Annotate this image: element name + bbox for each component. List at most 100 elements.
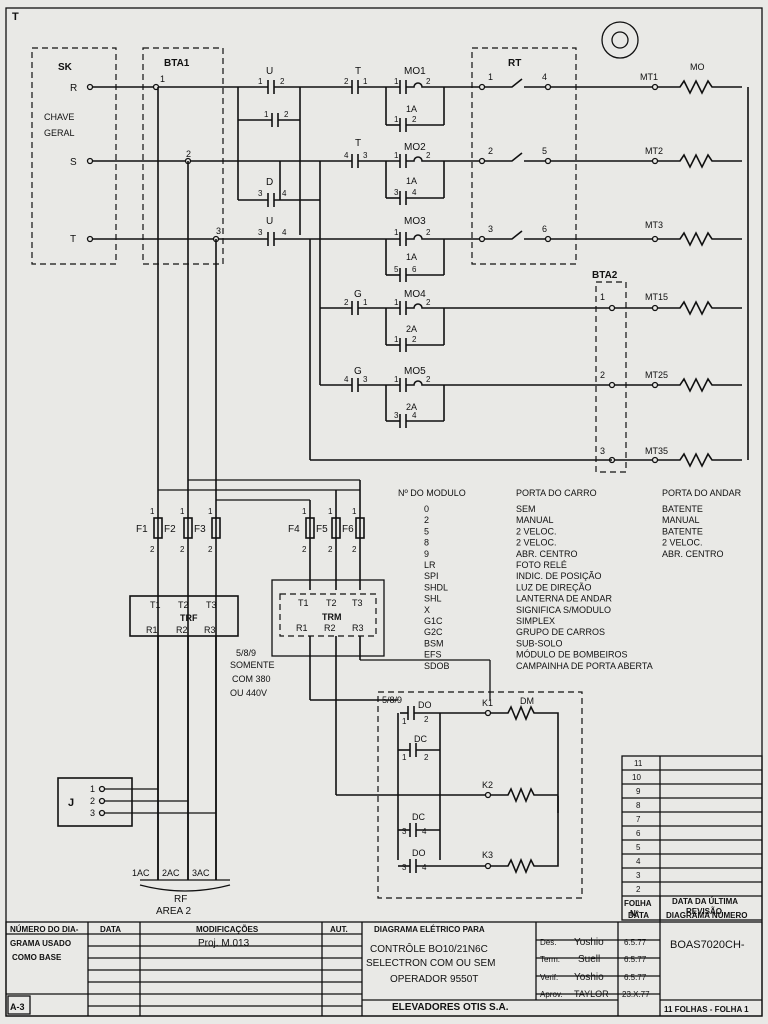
motor-mt1-label: MT1 — [640, 72, 658, 82]
sk-label: SK — [58, 62, 73, 73]
fuse-f3-pin1: 1 — [208, 507, 213, 516]
legend-cell-2-1: 2 VELOC. — [516, 526, 557, 536]
contact-d2-b: 4 — [282, 189, 287, 198]
rf-2ac: 2AC — [162, 868, 180, 878]
title-folhas: 11 FOLHAS - FOLHA 1 — [664, 1005, 749, 1014]
fuse-f1-pin2: 2 — [150, 545, 155, 554]
fuse-f1-label: F1 — [136, 524, 148, 535]
fuse-f4-pin1: 1 — [302, 507, 307, 516]
contact-1a-2-a: 3 — [394, 188, 399, 197]
speed-contacts-row-4: G 2 1 MO4 1 2 2A 1 2 — [320, 289, 610, 352]
title-line-2: SELECTRON COM OU SEM — [366, 958, 495, 969]
title-numero-do: NÚMERO DO DIA- — [10, 925, 79, 934]
trm-label: TRM — [322, 612, 342, 622]
legend-cell-8-0: SHL — [424, 594, 442, 604]
block-j-pin1: 1 — [90, 784, 95, 794]
contact-1a-3-label: 1A — [406, 252, 417, 262]
legend-cell-7-1: LUZ DE DIREÇÃO — [516, 582, 592, 592]
title-aprov-date: 23.X.77 — [622, 990, 650, 999]
bta1-block: BTA1 1 2 3 — [142, 47, 224, 265]
trf-r2: R2 — [176, 625, 188, 635]
fuse-f2-pin2: 2 — [180, 545, 185, 554]
bta2-n1: 1 — [600, 292, 605, 302]
title-aprov-label: Aprov. — [540, 990, 563, 999]
title-aprov-name: TAYLOR — [574, 989, 609, 999]
fuse-f2-label: F2 — [164, 524, 176, 535]
transformer-trm: T1 T2 T3 TRM R1 R2 R3 — [271, 579, 490, 795]
legend-cell-3-2: 2 VELOC. — [662, 538, 703, 548]
revision-row-1: 1 — [636, 899, 641, 908]
legend-cell-10-1: SIMPLEX — [516, 616, 555, 626]
legend-cell-2-0: 5 — [424, 526, 429, 536]
rf-1ac: 1AC — [132, 868, 150, 878]
block-j-pin3: 3 — [90, 808, 95, 818]
sk-r-label: R — [70, 83, 77, 94]
legend-cell-14-0: SDOB — [424, 661, 450, 671]
trm-t1: T1 — [298, 598, 309, 608]
contact-mo4-a: 1 — [394, 298, 399, 307]
sk-s-label: S — [70, 157, 77, 168]
fuse-f6-pin1: 1 — [352, 507, 357, 516]
title-grama-usado: GRAMA USADO — [10, 939, 71, 948]
title-proj: Proj. M.013 — [198, 938, 250, 949]
contact-g1-a: 2 — [344, 298, 349, 307]
legend-cell-12-0: BSM — [424, 638, 444, 648]
title-como-base: COMO BASE — [12, 953, 62, 962]
rf-3ac: 3AC — [192, 868, 210, 878]
fuse-f1-pin1: 1 — [150, 507, 155, 516]
contact-mo2-a: 1 — [394, 151, 399, 160]
contact-u2-label: U — [266, 216, 273, 227]
door-dm-label: DM — [520, 696, 534, 706]
door-dc2-a: 3 — [402, 827, 407, 836]
legend-cell-4-2: ABR. CENTRO — [662, 549, 724, 559]
contact-mo5-label: MO5 — [404, 366, 426, 377]
revision-row-8: 8 — [636, 801, 641, 810]
legend-cell-0-1: SEM — [516, 504, 536, 514]
rf-label: RF — [174, 894, 187, 905]
fuse-f3-label: F3 — [194, 524, 206, 535]
speed-contacts-row-2: T 4 3 MO2 1 2 1A 3 4 — [344, 138, 480, 205]
corner-label: T — [12, 11, 19, 23]
door-k2-label: K2 — [482, 780, 493, 790]
door-do2-label: DO — [412, 848, 426, 858]
contact-mo4-b: 2 — [426, 298, 431, 307]
revision-row-10: 10 — [632, 773, 641, 782]
revision-data-header: DATA — [628, 911, 649, 920]
contact-1a-1-a: 1 — [394, 115, 399, 124]
bta2-block: BTA2 1 2 3 MT15 MT25 MT35 — [592, 270, 742, 473]
fuse-f6-pin2: 2 — [352, 545, 357, 554]
registration-mark-icon — [601, 21, 639, 59]
revision-diagram-number-header: DIAGRAMA NÚMERO — [666, 911, 747, 920]
contact-t2-label: T — [355, 138, 361, 149]
fuse-f5-pin1: 1 — [328, 507, 333, 516]
contact-g2-a: 4 — [344, 375, 349, 384]
revision-row-9: 9 — [636, 787, 641, 796]
trm-r1: R1 — [296, 623, 308, 633]
door-operator-circuit: 5/8/9 DO 1 2 K1 DM DC 1 2 K2 DC 3 4 DO 3… — [310, 660, 583, 899]
rf-area-label: AREA 2 — [156, 906, 191, 917]
motor-mt15-label: MT15 — [645, 292, 668, 302]
contact-mo2-b: 2 — [426, 151, 431, 160]
trm-note-line1: 5/8/9 — [236, 648, 256, 658]
contact-g1-b: 1 — [363, 298, 368, 307]
motor-windings: MT1 MO MT2 MT3 — [550, 62, 749, 460]
contact-u1-a: 1 — [258, 77, 263, 86]
legend-cell-12-1: SUB-SOLO — [516, 638, 563, 648]
contact-mo1-label: MO1 — [404, 66, 426, 77]
speed-contacts-row-5: G 4 3 MO5 1 2 2A 3 4 — [320, 366, 610, 428]
legend-cell-4-1: ABR. CENTRO — [516, 549, 578, 559]
title-term-date: 6.5.77 — [624, 955, 647, 964]
trf-t2: T2 — [178, 600, 189, 610]
contact-g1-label: G — [354, 289, 362, 300]
sk-title-2: GERAL — [44, 128, 75, 138]
contact-1a-3-b: 6 — [412, 265, 417, 274]
bta1-n1: 1 — [160, 74, 165, 84]
legend-cell-1-1: MANUAL — [516, 515, 554, 525]
trm-note-line3: COM 380 — [232, 674, 271, 684]
contact-mo1-b: 2 — [426, 77, 431, 86]
sk-block: SK R CHAVE GERAL S T — [31, 47, 117, 265]
bta1-label: BTA1 — [164, 58, 190, 69]
legend-cell-3-0: 8 — [424, 538, 429, 548]
contact-d1-b: 2 — [284, 110, 289, 119]
bta1-n2: 2 — [186, 149, 191, 159]
